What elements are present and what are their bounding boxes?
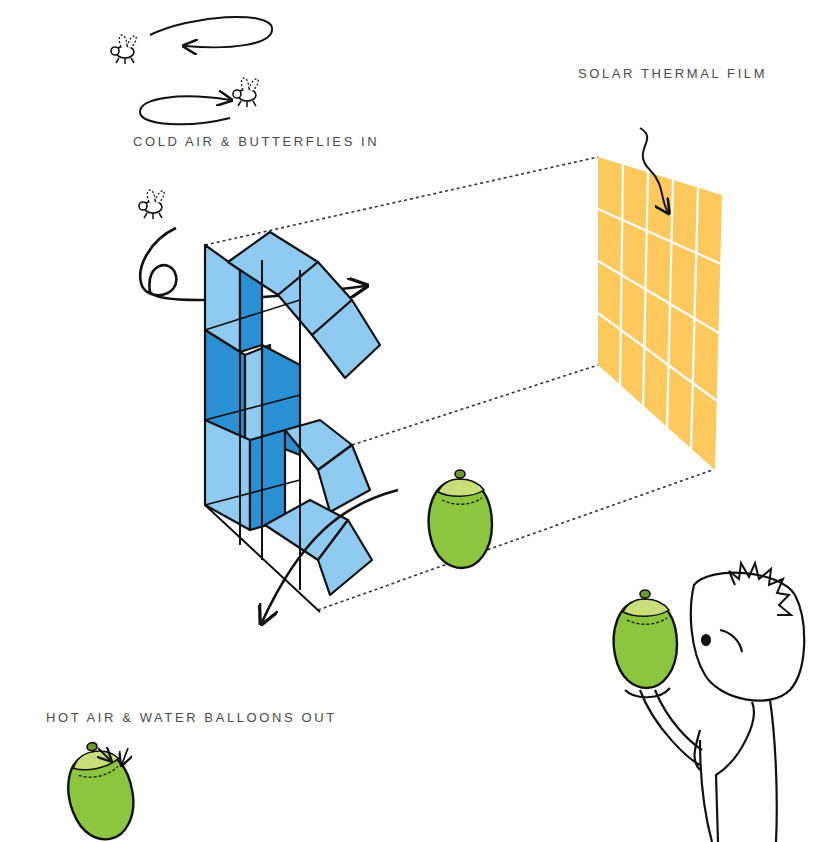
person-arms xyxy=(625,688,702,765)
illustration-part xyxy=(352,365,598,445)
illustration-part xyxy=(318,520,372,595)
illustration-part xyxy=(729,563,791,615)
illustration-part xyxy=(598,313,717,401)
illustration-part xyxy=(98,748,110,760)
illustration-part xyxy=(598,165,721,450)
person xyxy=(691,563,804,842)
illustration-part xyxy=(720,630,742,652)
illustration-part xyxy=(691,573,804,701)
illustration-part xyxy=(598,209,721,264)
illustration-part xyxy=(695,700,777,842)
illustration-part xyxy=(312,300,380,378)
illustration-part xyxy=(625,688,670,697)
solar-thermal-film xyxy=(598,128,722,470)
illustration-part xyxy=(139,190,164,219)
annotation-label: COLD AIR & BUTTERFLIES IN xyxy=(133,134,379,149)
airflow-out-arrow xyxy=(262,490,398,622)
illustration-part xyxy=(205,420,250,530)
water-balloon xyxy=(60,737,139,842)
illustration-part xyxy=(598,261,719,333)
illustration-part xyxy=(702,635,710,645)
illustration-part xyxy=(205,245,320,612)
illustration-part xyxy=(640,690,702,765)
illustration-part xyxy=(205,300,300,505)
illustration-part xyxy=(640,128,668,212)
illustration-part xyxy=(140,96,230,124)
squeeze-marks xyxy=(98,748,128,764)
illustration-part xyxy=(598,157,722,470)
illustration-part xyxy=(233,78,258,107)
water-balloon xyxy=(614,590,677,688)
illustration-part xyxy=(205,157,598,245)
water-balloon xyxy=(429,470,492,568)
illustration-part xyxy=(150,17,272,47)
butterfly-doodles xyxy=(111,17,272,219)
illustration-part xyxy=(122,748,128,764)
illustration-part xyxy=(250,430,285,530)
annotation-label: SOLAR THERMAL FILM xyxy=(578,66,767,81)
annotation-label: HOT AIR & WATER BALLOONS OUT xyxy=(46,710,337,725)
illustration-part xyxy=(111,35,136,64)
illustration-part xyxy=(318,470,712,610)
louvre-panel xyxy=(205,232,380,612)
